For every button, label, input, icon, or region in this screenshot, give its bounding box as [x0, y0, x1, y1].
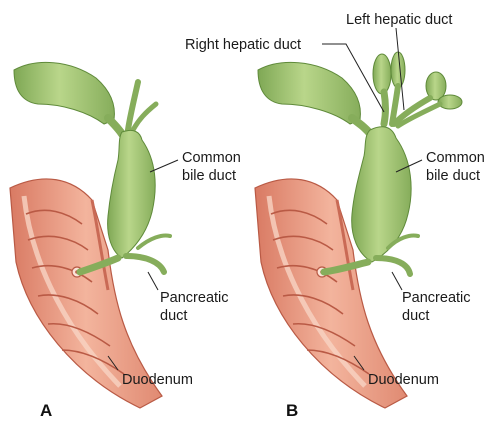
leader-common-bile-duct-a — [149, 159, 179, 173]
leader-duodenum-b — [353, 355, 365, 371]
leader-right-hepatic-duct-b — [322, 43, 385, 113]
leader-common-bile-duct-b — [395, 159, 423, 173]
label-left-hepatic-duct-b: Left hepatic duct — [346, 12, 452, 28]
label-right-hepatic-duct-b: Right hepatic duct — [185, 37, 301, 53]
leader-pancreatic-duct-a — [147, 271, 159, 291]
leader-pancreatic-duct-b — [391, 271, 403, 291]
label-pancreatic-duct-a-line1: Pancreatic — [160, 290, 229, 306]
label-pancreatic-duct-b-line1: Pancreatic — [402, 290, 471, 306]
label-pancreatic-duct-b-line2: duct — [402, 308, 429, 324]
label-pancreatic-duct-a-line2: duct — [160, 308, 187, 324]
label-common-bile-duct-a-line2: bile duct — [182, 168, 236, 184]
label-duodenum-b: Duodenum — [368, 372, 439, 388]
label-duodenum-a: Duodenum — [122, 372, 193, 388]
leader-duodenum-a — [107, 355, 119, 371]
panel-letter-b: B — [286, 401, 298, 420]
panel-b: Right hepatic duct Left hepatic duct Com… — [185, 12, 485, 420]
label-common-bile-duct-b-line1: Common — [426, 150, 485, 166]
label-common-bile-duct-a-line1: Common — [182, 150, 241, 166]
leader-left-hepatic-duct-b — [395, 27, 405, 111]
duct-system-b — [257, 51, 463, 277]
duct-system-a — [13, 61, 172, 276]
label-common-bile-duct-b-line2: bile duct — [426, 168, 480, 184]
panel-letter-a: A — [40, 401, 52, 420]
panel-a: Common bile duct Pancreatic duct Duodenu… — [10, 61, 241, 420]
